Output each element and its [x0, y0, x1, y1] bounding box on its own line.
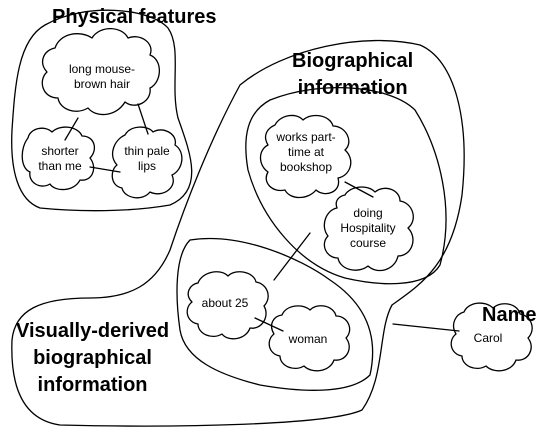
hair-cloud — [41, 27, 161, 116]
region-link — [273, 232, 311, 281]
visually-derived-title: Visually-derived biographical informatio… — [16, 320, 170, 396]
biographical-information-title: Biographical information — [292, 50, 414, 99]
hospitality-label: doing Hospitality course — [340, 206, 396, 250]
carol-cloud — [450, 302, 533, 372]
age-cloud — [186, 271, 269, 340]
shorter-cloud — [21, 126, 96, 191]
shorter-lips-link — [89, 166, 121, 173]
visually-derived-region — [176, 237, 374, 391]
shorter-label: shorter than me — [38, 144, 82, 173]
biographical-region — [245, 87, 447, 285]
hair-label: long mouse- brown hair — [68, 62, 136, 91]
hair-lips-link — [137, 103, 149, 135]
hair-shorter-link — [64, 117, 79, 141]
lips-label: thin pale lips — [124, 144, 170, 173]
hospitality-cloud — [323, 186, 414, 272]
carol-label: Carol — [473, 331, 503, 345]
visual-biographical-region — [11, 39, 465, 427]
name-title: Name — [482, 304, 537, 326]
physical-features-region — [11, 9, 193, 212]
age-woman-link — [254, 317, 284, 332]
works-cloud — [259, 114, 352, 199]
works-hospitality-link — [344, 181, 374, 198]
woman-cloud — [268, 305, 351, 372]
name-link — [392, 323, 460, 332]
woman-label: woman — [288, 332, 328, 346]
physical-features-title: Physical features — [52, 6, 217, 28]
works-label: works part- time at bookshop — [276, 130, 336, 174]
lips-cloud — [111, 126, 183, 199]
age-label: about 25 — [201, 296, 249, 310]
